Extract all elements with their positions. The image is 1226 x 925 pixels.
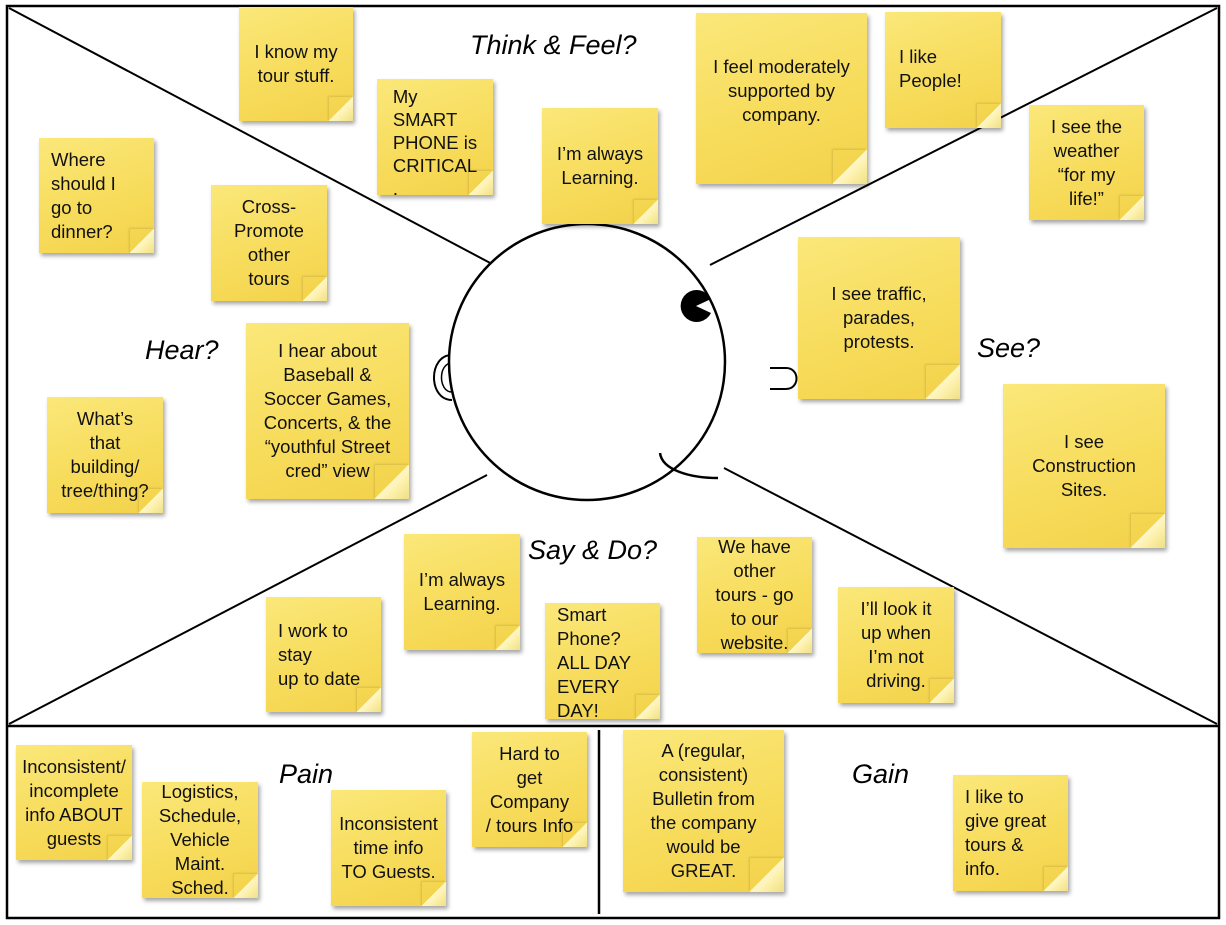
note-text: I’ll look it up when I’m not driving. bbox=[860, 598, 932, 691]
sticky-note[interactable]: I like People! bbox=[885, 12, 1001, 128]
nose bbox=[770, 367, 798, 390]
page-curl bbox=[833, 150, 867, 184]
diagonal-bottom-left bbox=[8, 474, 488, 725]
sticky-note[interactable]: Inconsistent/ incomplete info ABOUT gues… bbox=[16, 745, 132, 860]
page-curl bbox=[1131, 514, 1165, 548]
sticky-note[interactable]: I see traffic, parades, protests. bbox=[798, 237, 960, 399]
page-curl bbox=[139, 489, 163, 513]
sticky-note[interactable]: I hear about Baseball & Soccer Games, Co… bbox=[246, 323, 409, 499]
note-text: Inconsistent time info TO Guests. bbox=[339, 813, 438, 882]
sticky-note[interactable]: I’m always Learning. bbox=[542, 108, 658, 224]
page-curl bbox=[357, 688, 381, 712]
note-text: Where should I go to dinner? bbox=[51, 148, 116, 242]
head-circle bbox=[447, 222, 727, 502]
note-text: I like People! bbox=[899, 46, 962, 91]
page-curl bbox=[977, 104, 1001, 128]
sticky-note[interactable]: My SMART PHONE is CRITICAL . bbox=[377, 79, 493, 195]
sticky-note[interactable]: I see Construction Sites. bbox=[1003, 384, 1165, 548]
note-text: I feel moderately supported by company. bbox=[713, 56, 850, 125]
page-curl bbox=[496, 626, 520, 650]
ear-outer bbox=[433, 354, 453, 401]
page-curl bbox=[634, 200, 658, 224]
sticky-note[interactable]: I’ll look it up when I’m not driving. bbox=[838, 587, 954, 703]
note-text: Smart Phone? ALL DAY EVERY DAY! bbox=[557, 604, 632, 719]
page-curl bbox=[303, 277, 327, 301]
page-curl bbox=[422, 882, 446, 906]
note-text: I see Construction Sites. bbox=[1032, 431, 1136, 500]
see-label: See? bbox=[977, 333, 1041, 363]
note-text: My SMART PHONE is CRITICAL . bbox=[392, 86, 478, 195]
page-curl bbox=[563, 823, 587, 847]
pain-label: Pain bbox=[279, 759, 334, 789]
smile bbox=[658, 452, 719, 480]
sticky-note[interactable]: We have other tours - go to our website. bbox=[697, 537, 812, 653]
note-text: We have other tours - go to our website. bbox=[715, 537, 794, 653]
think-feel-label: Think & Feel? bbox=[470, 30, 637, 60]
note-text: Logistics, Schedule, Vehicle Maint. Sche… bbox=[158, 782, 242, 898]
page-curl bbox=[788, 629, 812, 653]
note-text: Hard to get Company / tours Info bbox=[485, 742, 574, 836]
page-curl bbox=[1044, 867, 1068, 891]
note-text: I work to stay up to date bbox=[278, 619, 361, 689]
sticky-note[interactable]: Where should I go to dinner? bbox=[39, 138, 154, 253]
note-text: Cross- Promote other tours bbox=[234, 196, 304, 289]
hear-label: Hear? bbox=[145, 335, 219, 365]
sticky-note[interactable]: Logistics, Schedule, Vehicle Maint. Sche… bbox=[142, 782, 258, 898]
diagonal-bottom-right bbox=[723, 467, 1218, 725]
page-curl bbox=[130, 229, 154, 253]
sticky-note[interactable]: Inconsistent time info TO Guests. bbox=[331, 790, 446, 906]
page-curl bbox=[1120, 196, 1144, 220]
sticky-note[interactable]: What’s that building/ tree/thing? bbox=[47, 397, 163, 513]
diagonal-top-right bbox=[709, 7, 1218, 266]
eye-icon bbox=[680, 290, 711, 322]
note-text: Inconsistent/ incomplete info ABOUT gues… bbox=[22, 755, 126, 849]
note-text: I’m always Learning. bbox=[556, 143, 644, 188]
sticky-note[interactable]: I like to give great tours & info. bbox=[953, 775, 1068, 891]
page-curl bbox=[750, 858, 784, 892]
sticky-note[interactable]: Cross- Promote other tours bbox=[211, 185, 327, 301]
sticky-note[interactable]: I see the weather “for my life!” bbox=[1029, 105, 1144, 220]
note-text: I hear about Baseball & Soccer Games, Co… bbox=[263, 340, 392, 481]
sticky-note[interactable]: I know my tour stuff. bbox=[239, 7, 353, 121]
note-text: I’m always Learning. bbox=[418, 569, 506, 614]
sticky-note[interactable]: I feel moderately supported by company. bbox=[696, 13, 867, 184]
page-curl bbox=[930, 679, 954, 703]
say-do-label: Say & Do? bbox=[528, 535, 658, 565]
sticky-note[interactable]: Smart Phone? ALL DAY EVERY DAY! bbox=[545, 603, 660, 719]
sticky-note[interactable]: I’m always Learning. bbox=[404, 534, 520, 650]
note-text: I see traffic, parades, protests. bbox=[831, 283, 927, 352]
page-curl bbox=[375, 465, 409, 499]
board-frame bbox=[5, 4, 1221, 920]
note-text: I see the weather “for my life!” bbox=[1051, 115, 1122, 209]
diagonal-top-left bbox=[8, 7, 495, 266]
page-curl bbox=[329, 97, 353, 121]
gain-label: Gain bbox=[852, 759, 910, 789]
note-text: I know my tour stuff. bbox=[254, 41, 338, 86]
page-curl bbox=[108, 836, 132, 860]
note-text: I like to give great tours & info. bbox=[965, 786, 1047, 879]
page-curl bbox=[636, 695, 660, 719]
note-text: A (regular, consistent) Bulletin from th… bbox=[650, 740, 757, 881]
sticky-note[interactable]: I work to stay up to date bbox=[266, 597, 381, 712]
sticky-note[interactable]: A (regular, consistent) Bulletin from th… bbox=[623, 730, 784, 892]
sticky-note[interactable]: Hard to get Company / tours Info bbox=[472, 732, 587, 847]
page-curl bbox=[469, 171, 493, 195]
page-curl bbox=[926, 365, 960, 399]
page-curl bbox=[234, 874, 258, 898]
note-text: What’s that building/ tree/thing? bbox=[61, 408, 149, 501]
